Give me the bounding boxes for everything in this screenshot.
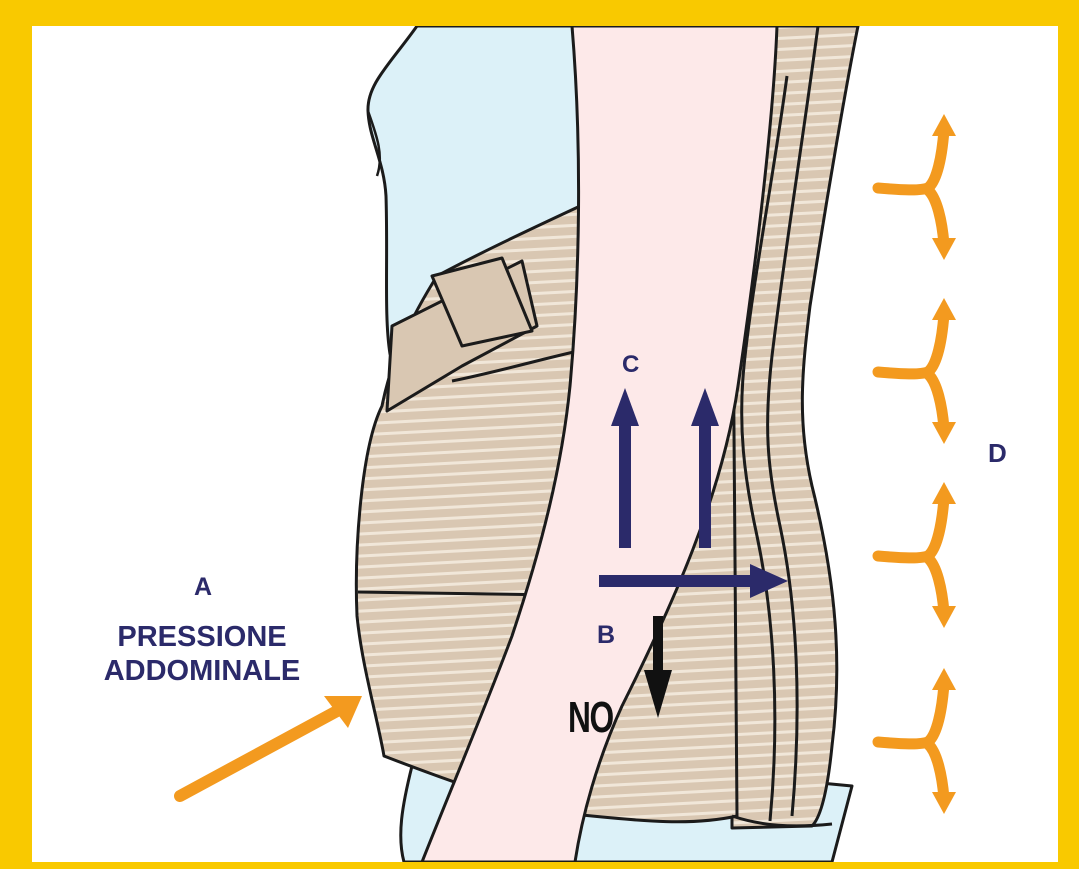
- lumbar-brace-diagram: [32, 26, 1058, 862]
- label-no: NO: [568, 696, 613, 740]
- split-arrow-d-3: [878, 498, 944, 612]
- pressure-arrow: [180, 696, 362, 796]
- label-b: B: [597, 623, 615, 648]
- label-abdominal-pressure: PRESSIONE ADDOMINALE: [62, 620, 342, 688]
- label-d: D: [988, 440, 1007, 466]
- label-a: A: [182, 575, 224, 600]
- split-arrow-d-1: [878, 130, 944, 244]
- split-arrow-d-2: [878, 314, 944, 428]
- split-arrow-d-4: [878, 684, 944, 798]
- illustration-canvas: A PRESSIONE ADDOMINALE B C D NO: [32, 26, 1058, 862]
- label-c: C: [622, 353, 639, 377]
